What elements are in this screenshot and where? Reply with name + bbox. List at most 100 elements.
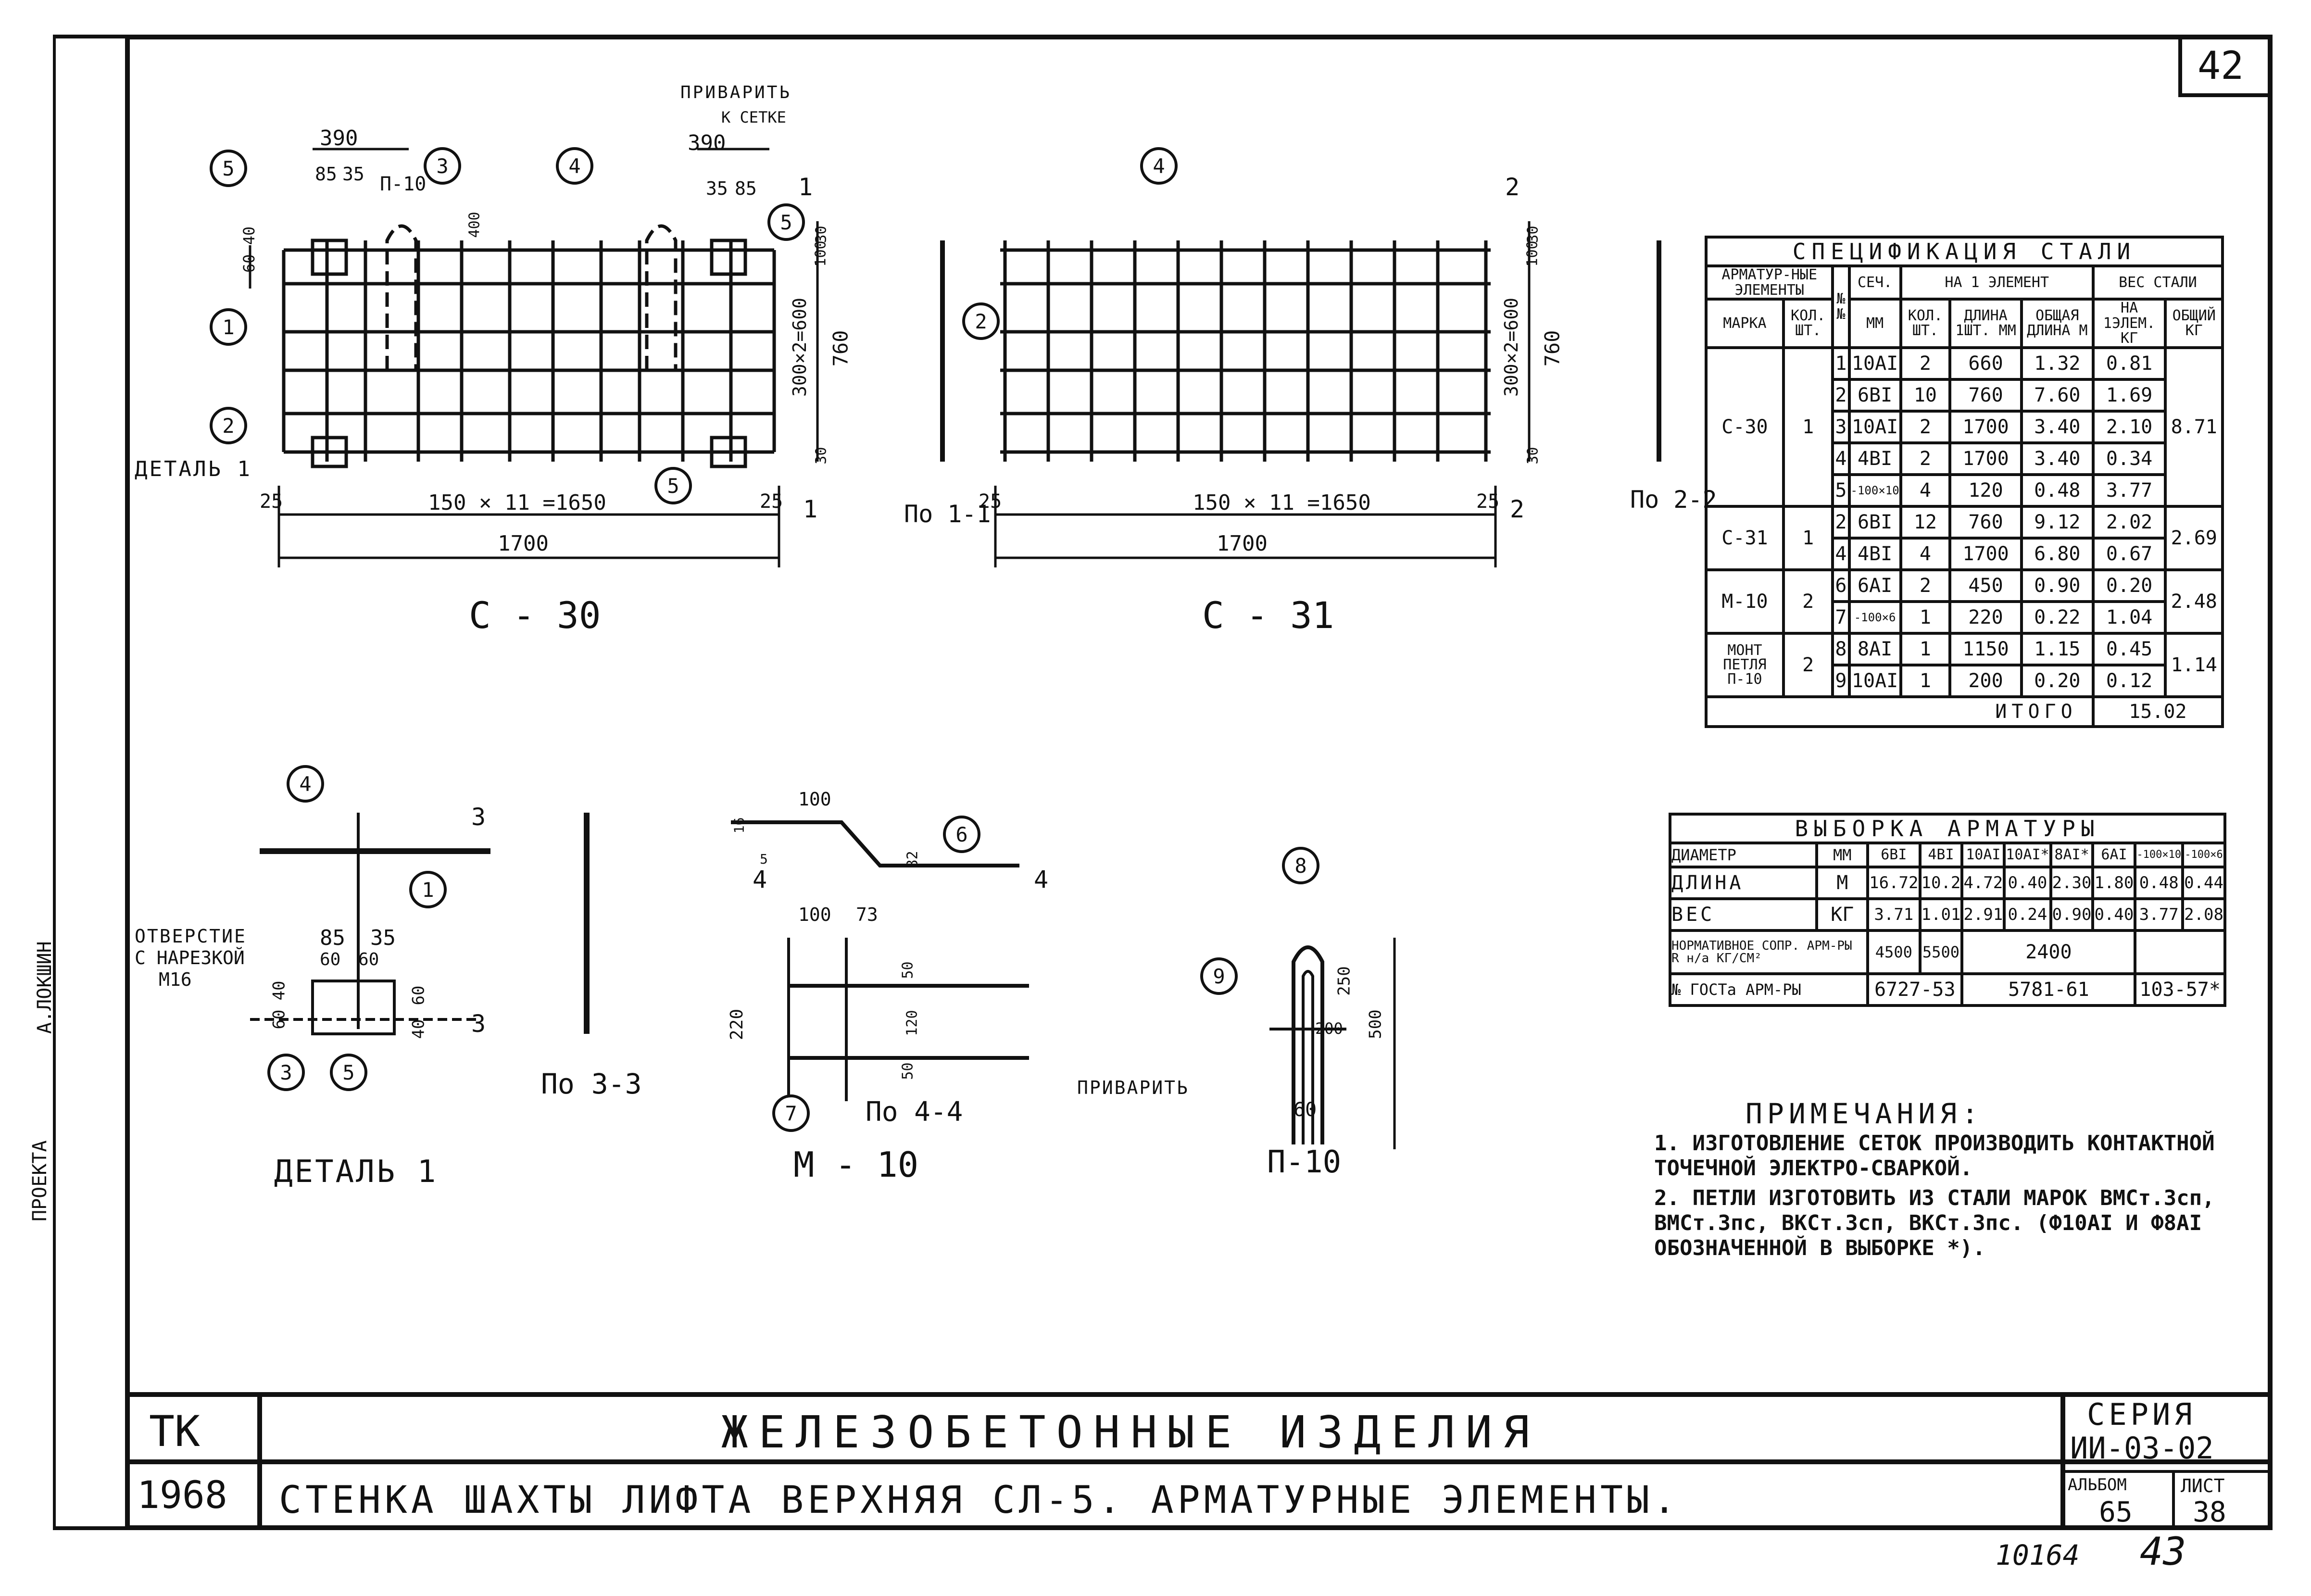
notes-title: ПРИМЕЧАНИЯ: bbox=[1746, 1097, 1984, 1130]
sel-r-len: ДЛИНА bbox=[1668, 866, 1819, 900]
spec-h-sech: СЕЧ. bbox=[1847, 264, 1902, 301]
sel-cell: 0.40 bbox=[2003, 866, 2052, 900]
spec-cell: 5 bbox=[1831, 473, 1851, 508]
stamp-album-label: АЛЬБОМ bbox=[2068, 1475, 2127, 1495]
sel-title: ВЫБОРКА АРМАТУРЫ bbox=[1669, 813, 2226, 844]
c30-dim-30a: 30 bbox=[813, 226, 830, 243]
detail-hole: ОТВЕРСТИЕ bbox=[135, 926, 247, 947]
c31-cut2b: 2 bbox=[1510, 495, 1525, 523]
sel-cell: 2.91 bbox=[1960, 897, 2006, 932]
c30-dim-390b: 390 bbox=[688, 131, 726, 155]
spec-cell: 0.20 bbox=[2020, 663, 2095, 698]
sel-r-diam: ДИАМЕТР bbox=[1668, 842, 1819, 868]
sel-norm-b: 5500 bbox=[1918, 929, 1964, 975]
c30-dim-400: 400 bbox=[466, 212, 483, 238]
spec-cell: 7 bbox=[1831, 600, 1851, 635]
sel-cell: 10AI bbox=[1960, 842, 2006, 868]
spec-cell: 6 bbox=[1831, 568, 1851, 603]
spec-cell: 220 bbox=[1948, 600, 2023, 635]
sheet-number-box bbox=[2178, 35, 2273, 97]
mark-1-b bbox=[409, 871, 447, 908]
svg-text:6: 6 bbox=[955, 823, 967, 846]
detail-sec33: По 3-3 bbox=[541, 1068, 642, 1100]
spec-cell: 2 bbox=[1899, 441, 1952, 476]
stamp-sheet-label: ЛИСТ bbox=[2181, 1475, 2225, 1496]
spec-h-marka: МАРКА bbox=[1705, 298, 1785, 349]
sel-cell: 0.24 bbox=[2003, 897, 2052, 932]
m10-82: 82 bbox=[904, 851, 921, 868]
m10-100b: 100 bbox=[798, 904, 831, 925]
stamp-album: 65 bbox=[2099, 1495, 2133, 1528]
mesh-c30 bbox=[282, 224, 776, 468]
c30-p10: П-10 bbox=[380, 173, 427, 195]
sel-gost-a: 6727-53 bbox=[1866, 972, 1964, 1007]
spec-cell: 1700 bbox=[1948, 409, 2023, 444]
spec-cell: 4BI bbox=[1847, 536, 1902, 571]
spec-cell: 2.02 bbox=[2091, 504, 2167, 540]
p10-200: 200 bbox=[1315, 1019, 1343, 1038]
c31-dim-v: 300×2=600 bbox=[1500, 298, 1522, 397]
svg-text:5: 5 bbox=[667, 474, 679, 498]
svg-text:3: 3 bbox=[280, 1061, 292, 1084]
spec-cell: 0.12 bbox=[2091, 663, 2167, 698]
c31-sec22: По 2-2 bbox=[1630, 486, 1717, 514]
sel-cell: 1.01 bbox=[1918, 897, 1964, 932]
svg-text:2: 2 bbox=[975, 310, 987, 333]
sel-cell: 2.30 bbox=[2049, 866, 2095, 900]
c30-dim-85: 85 bbox=[315, 163, 337, 185]
detail-label: ДЕТАЛЬ 1 bbox=[274, 1154, 438, 1190]
spec-mark: С-31 bbox=[1705, 504, 1785, 571]
spec-mark: М-10 bbox=[1705, 568, 1785, 635]
c31-dim-30b: 30 bbox=[1524, 447, 1542, 465]
spec-cell: 10AI bbox=[1847, 663, 1902, 698]
spec-total: 8.71 bbox=[2164, 346, 2224, 508]
spec-cell: 2 bbox=[1831, 377, 1851, 413]
mark-5-a bbox=[210, 150, 247, 187]
spec-h-mm: ММ bbox=[1847, 298, 1902, 349]
spec-cell: 8AI bbox=[1847, 631, 1902, 666]
spec-cell: 1150 bbox=[1948, 631, 2023, 666]
spec-cell: 8 bbox=[1831, 631, 1851, 666]
spec-h-wt: ОБЩИЙ КГ bbox=[2164, 298, 2224, 349]
mark-3-b bbox=[267, 1054, 305, 1091]
sel-cell: 4.72 bbox=[1960, 866, 2006, 900]
spec-qty: 1 bbox=[1782, 504, 1834, 571]
spec-cell: 6BI bbox=[1847, 377, 1902, 413]
mark-5-b bbox=[767, 203, 805, 241]
spec-cell: 2 bbox=[1899, 346, 1952, 381]
spec-cell: 760 bbox=[1948, 377, 2023, 413]
spec-table: СПЕЦИФИКАЦИЯ СТАЛИ АРМАТУР-НЫЕ ЭЛЕМЕНТЫ … bbox=[1704, 236, 2224, 728]
spec-cell: 1.32 bbox=[2020, 346, 2095, 381]
spec-total: 2.69 bbox=[2164, 504, 2224, 571]
svg-text:4: 4 bbox=[299, 772, 311, 796]
sel-r-gost: № ГОСТа АРМ-РЫ bbox=[1668, 972, 1870, 1007]
m10-16: 16 bbox=[731, 817, 747, 834]
spec-cell: 0.22 bbox=[2020, 600, 2095, 635]
spec-cell: 0.90 bbox=[2020, 568, 2095, 603]
c30-dim-100: 100 bbox=[812, 240, 829, 267]
stamp-sheet: 38 bbox=[2193, 1495, 2226, 1528]
spec-cell: 4BI bbox=[1847, 441, 1902, 476]
c31-dim-30a: 30 bbox=[1524, 226, 1542, 243]
c30-dim-35b: 35 bbox=[706, 178, 728, 199]
detail-85: 85 bbox=[320, 926, 345, 950]
spec-cell: 660 bbox=[1948, 346, 2023, 381]
svg-text:5: 5 bbox=[222, 157, 234, 180]
spec-cell: 3.77 bbox=[2091, 473, 2167, 508]
sel-gost-b: 5781-61 bbox=[1960, 972, 2137, 1007]
sel-cell: 4BI bbox=[1918, 842, 1964, 868]
sel-cell: 10AI* bbox=[2003, 842, 2052, 868]
m10-120: 120 bbox=[904, 1010, 921, 1036]
c31-dim-1700: 1700 bbox=[1217, 531, 1268, 556]
spec-cell: 760 bbox=[1948, 504, 2023, 540]
spec-qty: 1 bbox=[1782, 346, 1834, 508]
